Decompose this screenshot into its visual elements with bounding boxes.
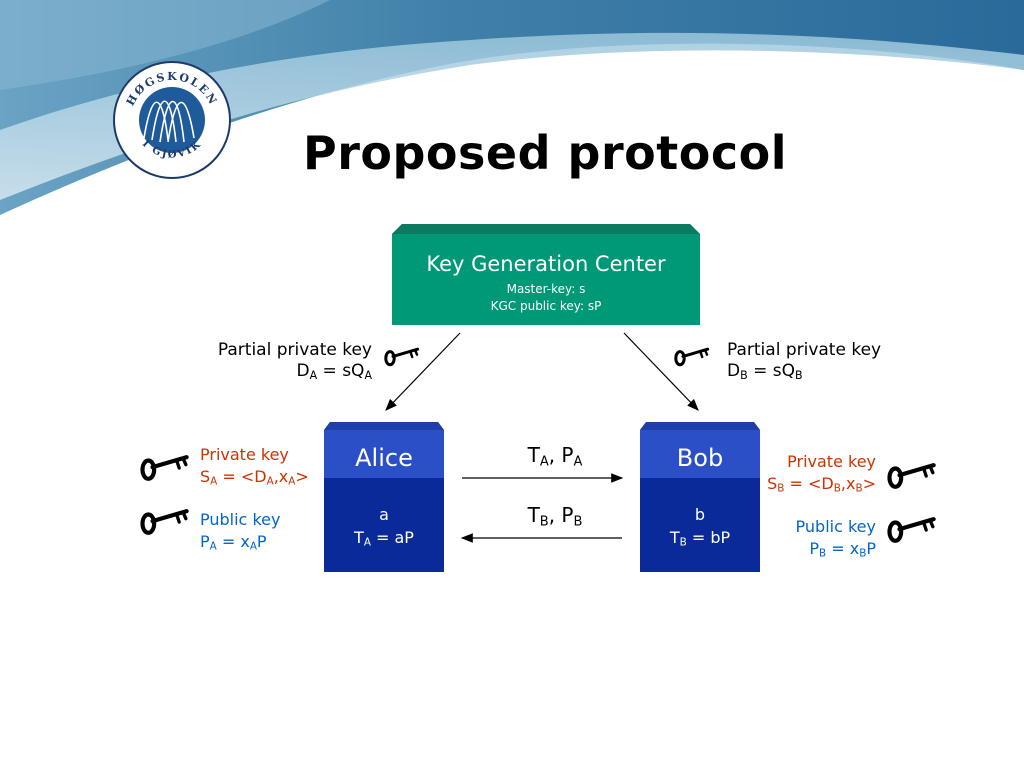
alice-public-key-formula: PA = xAP bbox=[200, 531, 267, 553]
bob-partial-formula: DB = sQB bbox=[727, 361, 803, 382]
bob-partial-label: Partial private key bbox=[727, 340, 882, 360]
arrow-kgc-to-alice bbox=[385, 332, 461, 411]
alice-secret: a bbox=[379, 505, 389, 524]
bob-private-key-label: Private key bbox=[787, 452, 876, 471]
key-icon bbox=[890, 465, 934, 487]
alice-ephemeral-public: TA = aP bbox=[354, 528, 414, 549]
alice-box bbox=[324, 422, 444, 572]
college-logo: HØGSKOLEN I GJØVIK bbox=[113, 61, 231, 179]
key-icon bbox=[890, 519, 934, 541]
bob-partial-private-key: Partial private key DB = sQB bbox=[727, 340, 881, 386]
alice-private-key-label: Private key bbox=[200, 445, 289, 464]
bob-name: Bob bbox=[676, 444, 724, 472]
message-bob-to-alice: TB, PB bbox=[527, 503, 583, 530]
alice-partial-formula: DA = sQA bbox=[296, 361, 372, 382]
alice-key-pair: Private key SA = <DA,xA> Public key PA =… bbox=[200, 444, 309, 557]
key-icon bbox=[143, 511, 187, 533]
bob-ephemeral-public: TB = bP bbox=[669, 528, 731, 549]
bob-secret: b bbox=[694, 505, 706, 524]
key-icon bbox=[384, 347, 420, 367]
key-icon bbox=[674, 347, 710, 367]
bob-private-key-formula: SB = <DB,xB> bbox=[767, 474, 876, 495]
message-alice-to-bob: TA, PA bbox=[527, 443, 583, 470]
bob-public-key-formula: PB = xBP bbox=[809, 538, 876, 560]
header-banner bbox=[0, 0, 1024, 215]
key-icon bbox=[143, 457, 187, 479]
kgc-public-key: KGC public key: sP bbox=[490, 299, 602, 313]
kgc-box bbox=[392, 224, 700, 325]
alice-partial-label: Partial private key bbox=[217, 340, 372, 360]
bob-key-pair: Private key SB = <DB,xB> Public key PB =… bbox=[767, 451, 876, 564]
kgc-name: Key Generation Center bbox=[426, 252, 666, 276]
alice-public-key-label: Public key bbox=[200, 509, 281, 529]
bob-public-key-label: Public key bbox=[795, 516, 876, 536]
bob-box bbox=[640, 422, 760, 572]
alice-partial-private-key: Partial private key DA = sQA bbox=[218, 340, 372, 386]
alice-private-key-formula: SA = <DA,xA> bbox=[200, 467, 309, 488]
kgc-master-key: Master-key: s bbox=[506, 282, 586, 296]
arrow-kgc-to-bob bbox=[623, 332, 699, 411]
alice-name: Alice bbox=[355, 444, 413, 472]
slide-title: Proposed protocol bbox=[303, 126, 787, 180]
